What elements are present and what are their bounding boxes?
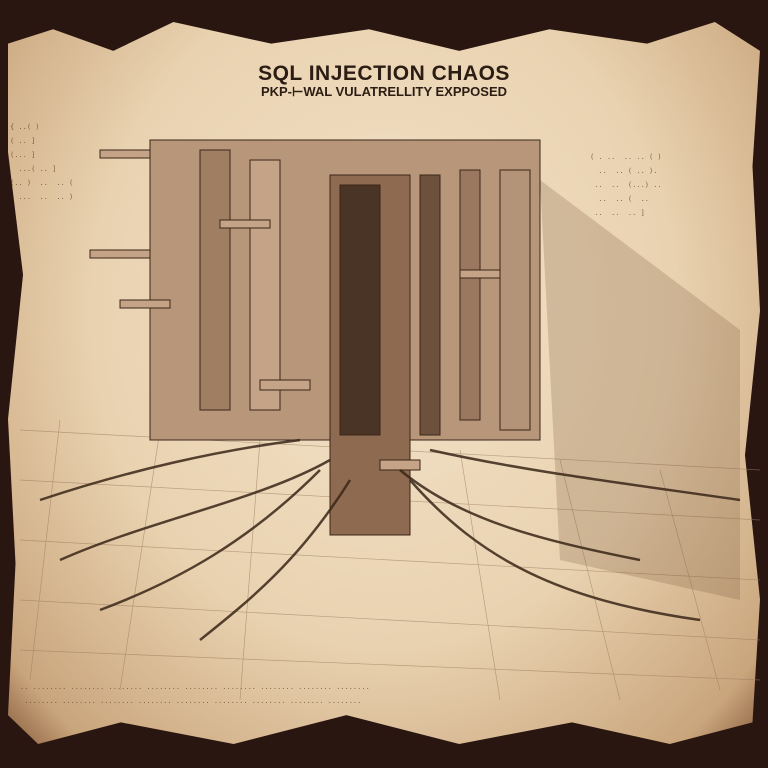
shadow bbox=[540, 180, 740, 600]
code-scribbles-bottom: .. ........ ........ ........ ........ .… bbox=[20, 683, 370, 705]
roots bbox=[39, 438, 741, 641]
code-scribbles-right: ( . .. .. .. ( ) .. .. ( .. ). .. .. (..… bbox=[590, 153, 662, 217]
code-scribbles-left: { ..( ) ( .. ] (... ] ...( .. ] (.. ) ..… bbox=[10, 123, 74, 201]
poster-title: SQL INJECTION CHAOS bbox=[258, 62, 510, 85]
poster-subtitle: PKP-⊢WAL VULATRELLITY EXPPOSED bbox=[260, 84, 508, 99]
wall-blocks bbox=[89, 139, 541, 536]
